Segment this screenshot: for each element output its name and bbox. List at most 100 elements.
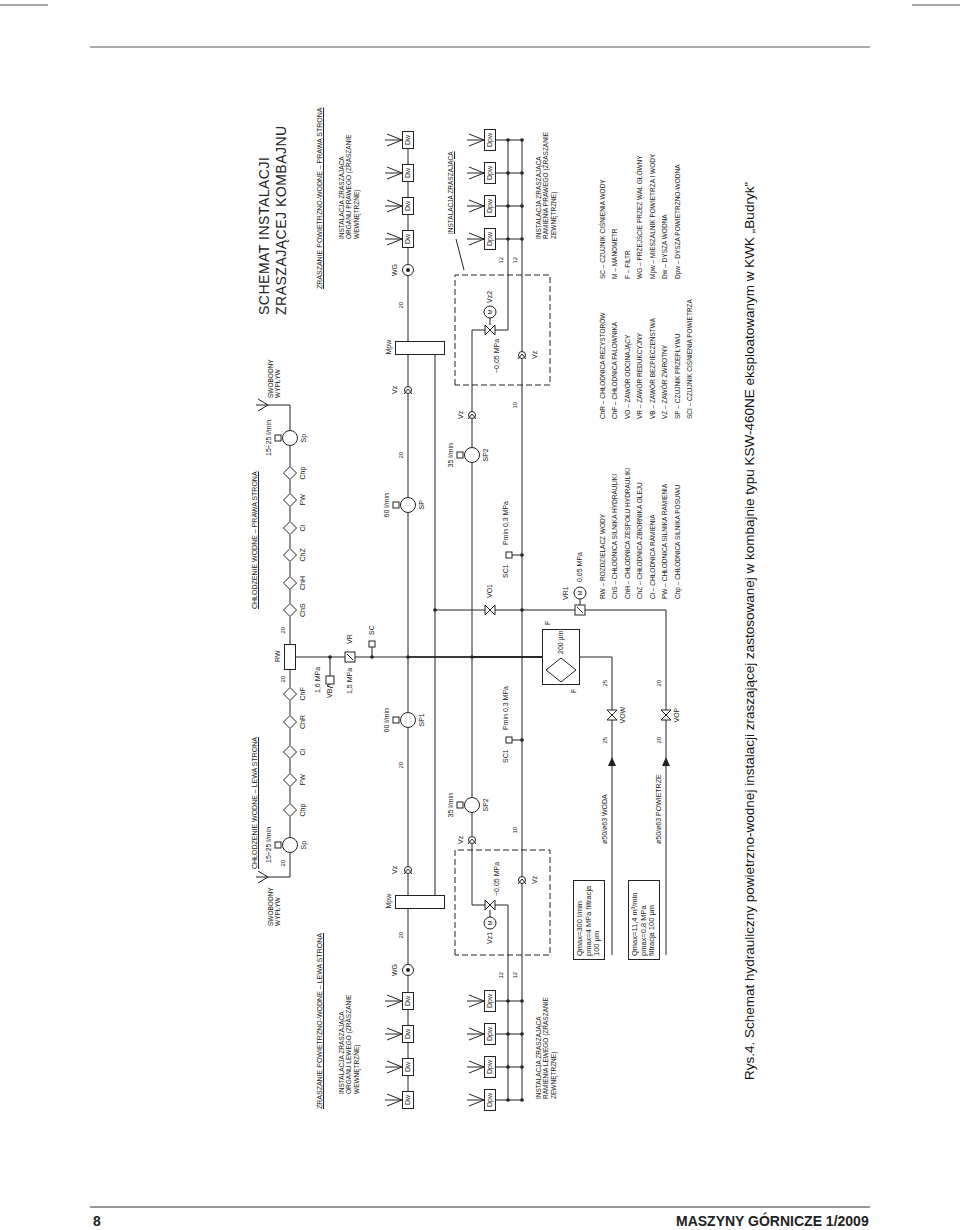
node-text: 60 l/min	[383, 708, 391, 733]
shaft-passage: WG	[402, 264, 414, 276]
legend-entry: ChH – CHŁODNICA ZESPOŁU HYDRAULIKI	[624, 467, 631, 600]
section-heading: CHŁODZENIE WODNE – PRAWA STRONA	[251, 470, 259, 610]
pressure-value: Pmin 0,3 MPa	[502, 685, 510, 731]
filter-element	[546, 658, 576, 682]
sensor-label: SC1	[502, 563, 510, 579]
cooler-shape	[284, 522, 297, 535]
node-text: Dw	[403, 199, 413, 213]
node-outline	[283, 493, 297, 507]
cooler-diamond: ChS	[283, 603, 297, 617]
pipe-connector	[290, 617, 291, 644]
junction-dot	[520, 738, 524, 742]
junction-dot	[520, 1032, 524, 1036]
node-text: Chp	[299, 804, 307, 817]
reducing-valve	[345, 652, 355, 662]
node-outline	[282, 837, 298, 853]
valve-label: VR	[346, 633, 354, 645]
shutoff-valve	[485, 900, 495, 910]
spray-symbol	[387, 1061, 402, 1067]
spray-symbol	[387, 167, 402, 173]
group-label: INSTALACJA ZRASZAJĄCA RAMIENIA PRAWEGO (…	[535, 128, 557, 240]
valve-label: Vz2	[486, 290, 494, 304]
pipe-connector	[290, 590, 291, 603]
actuator-circle	[484, 917, 496, 929]
node-text: PW	[299, 774, 307, 785]
pipe-connector	[290, 729, 291, 745]
component-box: Dw	[402, 197, 414, 215]
pipe-connector	[290, 701, 291, 715]
pipe	[490, 910, 491, 917]
pipe	[472, 140, 508, 385]
shutoff-valve	[485, 325, 495, 335]
component-box: Dw	[402, 1025, 414, 1043]
node-text: Dpw	[485, 131, 495, 149]
spray-symbol	[385, 239, 402, 240]
pipe-connector	[408, 657, 542, 712]
node-text: Dpw	[485, 230, 495, 248]
reducing-valve-arrow	[577, 607, 583, 613]
pipe	[666, 610, 667, 955]
pipe-connector	[290, 446, 291, 466]
component-box: Dpw	[484, 1056, 496, 1078]
spray-symbol	[256, 877, 268, 878]
pipe	[472, 813, 473, 850]
legend-entry: Cł – CHŁODNICA RAMIENIA	[649, 513, 656, 600]
node-text: Qmax=300 l/min pmax=4 MPa filtracja 100 …	[574, 881, 604, 959]
pipe	[580, 599, 581, 605]
legend-entry: F – FILTR	[624, 249, 631, 280]
actuator-circle	[574, 587, 586, 599]
junction-dot	[520, 553, 524, 557]
node-text: Dpw	[485, 197, 495, 215]
spray-symbol	[387, 1100, 402, 1106]
junction-dot	[520, 138, 524, 142]
shutoff-valve	[661, 710, 671, 720]
node-outline	[283, 687, 297, 701]
crop-mark	[912, 5, 960, 6]
spray-symbol	[385, 140, 402, 141]
junction-dot	[520, 237, 524, 241]
component-box: Qmax=11,4 m³/min pmax=0,8 MPa filtracja …	[628, 880, 660, 960]
spray-symbol	[256, 405, 268, 406]
component-rect: RW	[284, 644, 296, 670]
spray-symbol	[387, 239, 402, 245]
node-text: ChH	[299, 576, 307, 590]
node-text: ChR	[299, 715, 307, 729]
component-box: Dpw	[484, 1023, 496, 1045]
cooler-shape	[284, 549, 297, 562]
pipe-size: 20	[398, 451, 405, 460]
check-valve	[519, 877, 526, 884]
journal-name: MASZYNY GÓRNICZE 1/2009	[675, 1213, 870, 1229]
spray-symbol	[469, 1061, 484, 1067]
passage-circle	[403, 965, 414, 976]
node-text: 35 l/min	[447, 443, 455, 468]
cooler-diamond: ChZ	[283, 548, 297, 562]
node-outline	[464, 797, 480, 813]
spray-symbol	[387, 206, 402, 212]
pipe-connector	[290, 507, 291, 521]
spray-symbol	[387, 1028, 402, 1034]
junction-dot	[506, 1032, 510, 1036]
cooler-diamond: Cł	[283, 745, 297, 759]
spray-symbol	[469, 140, 484, 146]
node-outline	[402, 964, 414, 976]
node-text: ChS	[299, 603, 307, 617]
pipe-connector	[472, 463, 542, 657]
component-box: Dpw	[484, 990, 496, 1012]
shutoff-valve	[485, 605, 495, 615]
legend-entry: Chp – CHŁODNICA SILNIKA POSUWU	[674, 483, 681, 600]
spray-symbol	[469, 1034, 484, 1040]
node-text: Dw	[403, 994, 413, 1008]
legend-entry: SP – CZUJNIK PRZEPŁYWU	[674, 333, 681, 420]
cooler-diamond: Cł	[283, 521, 297, 535]
node-outline	[282, 430, 298, 446]
filter-letter: F	[570, 688, 578, 694]
flow-indicator	[457, 452, 463, 458]
motor-letter: M	[577, 591, 584, 596]
legend-entry: RW – ROZDZIELACZ WODY	[599, 513, 606, 600]
junction-dot	[506, 1065, 510, 1069]
pipe	[435, 355, 436, 610]
cooler-diamond: Chp	[283, 466, 297, 480]
node-text: Qmax=11,4 m³/min pmax=0,8 MPa filtracja …	[629, 881, 659, 959]
flow-indicator	[457, 802, 463, 808]
